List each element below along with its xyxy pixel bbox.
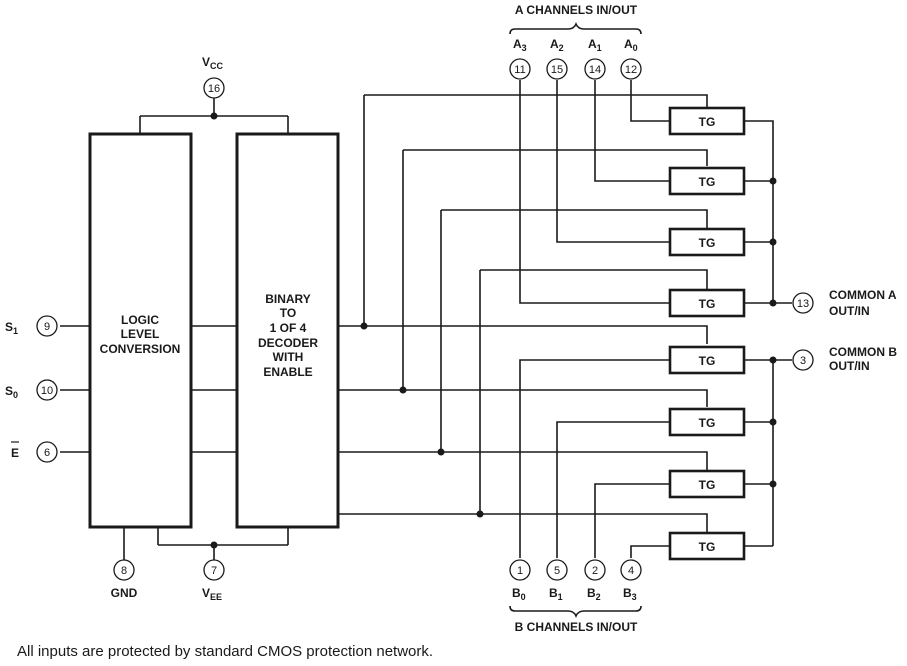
pin-number: 9 (44, 321, 50, 333)
decoder-label-4: DECODER (258, 336, 318, 350)
pin-a2: A2 15 (546, 37, 568, 80)
svg-text:TG: TG (699, 175, 716, 189)
logic-label-2: LEVEL (121, 327, 160, 341)
common-a-label-2: OUT/IN (829, 304, 870, 318)
a-channels-title: A CHANNELS IN/OUT (515, 3, 638, 17)
decoder-label-3: 1 OF 4 (270, 321, 307, 335)
logic-label-1: LOGIC (121, 313, 159, 327)
svg-text:13: 13 (797, 298, 809, 310)
svg-text:TG: TG (699, 540, 716, 554)
pin-number: 7 (211, 565, 217, 577)
logic-level-conversion-block: LOGIC LEVEL CONVERSION (88, 132, 193, 529)
svg-text:VCC: VCC (202, 55, 224, 71)
pin-vee: 7 VEE (202, 559, 225, 602)
pin-gnd: 8 GND (111, 559, 138, 600)
svg-text:3: 3 (800, 355, 806, 367)
decoder-label-2: TO (280, 306, 296, 320)
svg-text:S1: S1 (5, 320, 18, 336)
svg-text:A2: A2 (550, 37, 564, 53)
svg-text:4: 4 (628, 565, 634, 577)
tg-a2: TG (668, 227, 746, 257)
svg-text:TG: TG (699, 297, 716, 311)
svg-text:TG: TG (699, 115, 716, 129)
pin-b1: 5 B1 (546, 559, 568, 602)
common-b-label-1: COMMON B (829, 345, 897, 359)
pin-a3: A3 11 (509, 37, 531, 80)
svg-text:2: 2 (592, 565, 598, 577)
pin-b0: 1 B0 (509, 559, 531, 602)
pin-s1: S1 9 (5, 315, 58, 337)
tg-b3: TG (668, 531, 746, 561)
tg-b0: TG (668, 345, 746, 375)
pin-number: 6 (44, 447, 50, 459)
tg-a1: TG (668, 166, 746, 196)
pin-e: E 6 (11, 441, 58, 463)
svg-text:B0: B0 (512, 586, 526, 602)
tg-b1: TG (668, 407, 746, 437)
junction-dots (210, 112, 777, 549)
svg-text:11: 11 (514, 64, 525, 76)
svg-text:A3: A3 (513, 37, 527, 53)
gnd-label: GND (111, 586, 138, 600)
pin-vcc: VCC 16 (202, 55, 225, 99)
protection-note: All inputs are protected by standard CMO… (17, 643, 434, 660)
svg-text:12: 12 (625, 64, 637, 76)
svg-text:1: 1 (517, 565, 523, 577)
svg-text:S0: S0 (5, 384, 18, 400)
pin-b2: 2 B2 (584, 559, 606, 602)
common-b-label-2: OUT/IN (829, 359, 870, 373)
svg-text:15: 15 (551, 64, 563, 76)
tg-a3: TG (668, 288, 746, 318)
svg-text:5: 5 (554, 565, 560, 577)
svg-text:B3: B3 (623, 586, 637, 602)
pin-number: 16 (208, 83, 220, 95)
svg-text:TG: TG (699, 416, 716, 430)
logic-label-3: CONVERSION (100, 342, 181, 356)
enable-label: E (11, 446, 19, 460)
tg-a0: TG (668, 106, 746, 136)
svg-text:A1: A1 (588, 37, 602, 53)
pin-b3: 4 B3 (620, 559, 642, 602)
svg-text:TG: TG (699, 236, 716, 250)
decoder-label-5: WITH (273, 350, 304, 364)
decoder-label-6: ENABLE (263, 365, 312, 379)
svg-text:B2: B2 (587, 586, 601, 602)
pin-a1: A1 14 (584, 37, 606, 80)
tg-b2: TG (668, 469, 746, 499)
pin-common-b: 3 COMMON B OUT/IN (792, 345, 897, 373)
svg-text:TG: TG (699, 354, 716, 368)
pin-number: 10 (41, 385, 53, 397)
pin-number: 8 (121, 565, 127, 577)
common-a-label-1: COMMON A (829, 288, 897, 302)
svg-text:VEE: VEE (202, 586, 222, 602)
b-channels-title: B CHANNELS IN/OUT (515, 620, 638, 634)
svg-text:A0: A0 (624, 37, 638, 53)
svg-text:14: 14 (589, 64, 601, 76)
wiring (60, 21, 792, 619)
pin-a0: A0 12 (620, 37, 642, 80)
transmission-gates: TG TG TG TG TG TG TG TG (668, 106, 746, 561)
svg-text:B1: B1 (549, 586, 563, 602)
decoder-label-1: BINARY (265, 292, 311, 306)
pin-common-a: 13 COMMON A OUT/IN (792, 288, 897, 318)
svg-text:TG: TG (699, 478, 716, 492)
pin-s0: S0 10 (5, 379, 58, 401)
decoder-block: BINARY TO 1 OF 4 DECODER WITH ENABLE (235, 132, 340, 529)
